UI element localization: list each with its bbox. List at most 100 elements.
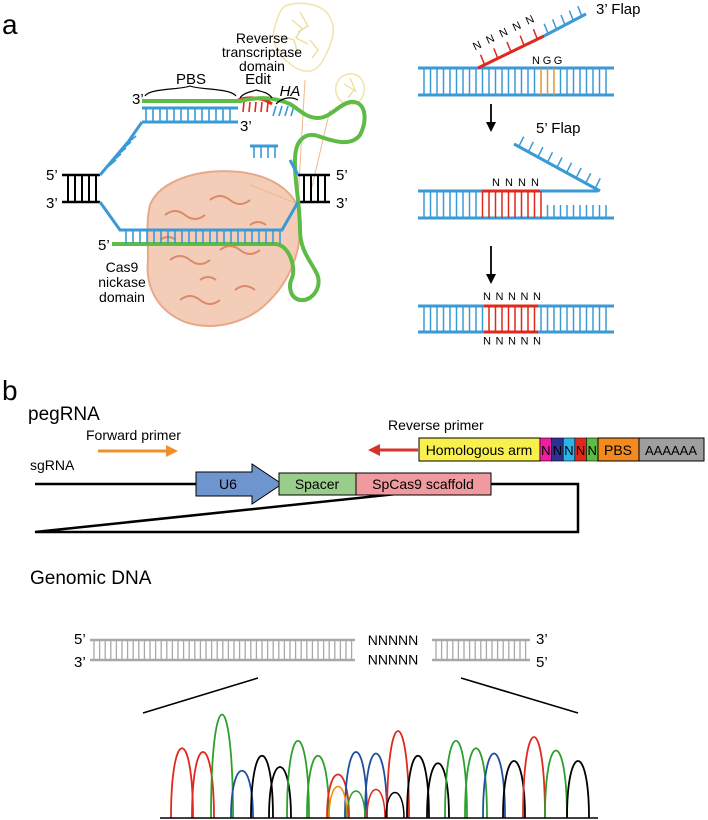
rung <box>560 14 566 26</box>
pbs-3prime: 3’ <box>132 91 144 108</box>
reverse-primer-label: Reverse primer <box>388 417 484 433</box>
chromatogram-peak <box>364 752 388 819</box>
chromatogram-peak <box>268 766 292 819</box>
homologous-arm-label: Homologous arm <box>426 442 533 458</box>
genomic-top-nnnnn: NNNNN <box>368 632 419 648</box>
step3-bottom-letter: N <box>495 334 503 346</box>
chromatogram-peak <box>566 760 590 819</box>
rung <box>551 19 558 30</box>
right-5prime: 5’ <box>336 167 348 184</box>
genomic-left-5prime: 5’ <box>74 631 86 648</box>
u6-promoter-arrow <box>195 463 283 505</box>
genomic-left-3prime: 3’ <box>74 654 86 671</box>
rt-domain-label-3: domain <box>239 58 285 74</box>
rung <box>493 48 499 59</box>
arrow-step1 <box>486 104 496 132</box>
chromatogram-peak <box>230 770 254 819</box>
rt-domain-structure <box>272 2 365 106</box>
step3-bottom-letter: N <box>508 334 516 346</box>
chromatogram-peak <box>386 730 410 819</box>
plasmid-backbone <box>34 482 580 534</box>
rung <box>260 101 263 113</box>
rt-domain-label-1: Reverse <box>236 30 288 46</box>
bottom-dna-strand <box>98 201 300 244</box>
cas9-label-2: nickase <box>98 274 146 290</box>
edit-brace <box>239 89 273 99</box>
step2-letter: N <box>518 177 526 189</box>
chromatogram-peak <box>170 747 194 819</box>
bottom-5prime: 5’ <box>98 237 110 254</box>
chromatogram-peak <box>250 754 274 819</box>
n-box-letter: N <box>564 443 573 458</box>
n-box-letter: N <box>553 443 562 458</box>
chromatogram-peak <box>191 751 215 819</box>
rung <box>278 105 283 117</box>
step3-top-letter: N <box>521 291 529 303</box>
pegrna-extension-bar <box>418 437 705 462</box>
panel-a-label: a <box>2 9 18 40</box>
edit-3prime: 3’ <box>240 118 252 135</box>
flap-letter: N <box>524 13 536 27</box>
edit-label: Edit <box>245 71 272 88</box>
rung <box>248 101 251 113</box>
step1-duplex <box>418 5 614 97</box>
rung <box>577 5 583 17</box>
rung <box>518 136 525 147</box>
chromatogram-peak <box>544 749 568 819</box>
rung <box>272 105 277 117</box>
rung <box>254 101 257 113</box>
right-outer-duplex <box>298 173 330 204</box>
rung <box>266 101 269 113</box>
cas9-domain-structure <box>146 170 302 327</box>
top-dna-strand <box>98 96 295 176</box>
step3-bottom-letter: N <box>533 334 541 346</box>
step2-letter: N <box>492 177 500 189</box>
rung <box>537 146 544 158</box>
chromatogram-peak <box>522 736 546 819</box>
pbs-brace <box>144 85 237 97</box>
rung <box>103 159 117 171</box>
forward-primer-label: Forward primer <box>86 427 181 443</box>
chromatogram-peak <box>464 747 488 819</box>
ngg-letter: G <box>554 55 563 67</box>
rung <box>479 54 486 66</box>
chromatogram-mixed-peak <box>328 786 348 819</box>
sequencing-chromatogram <box>170 713 590 819</box>
polya-label: AAAAAA <box>645 443 697 458</box>
rung <box>568 10 575 21</box>
rung <box>584 172 592 184</box>
step3-top-letter: N <box>483 291 491 303</box>
forward-primer-arrow <box>98 445 178 457</box>
rung <box>546 151 554 163</box>
pegrna-title: pegRNA <box>28 404 100 425</box>
cas9-label-3: domain <box>99 289 145 305</box>
flap-letter: N <box>498 26 510 40</box>
flap3-label: 3’ Flap <box>596 1 640 18</box>
rt-domain-label-2: transcriptase <box>222 44 302 60</box>
chromatogram-mixed-peak <box>385 791 405 819</box>
pbs-box-label: PBS <box>604 442 632 458</box>
rung <box>575 167 582 179</box>
genomic-right-5prime: 5’ <box>536 654 548 671</box>
chromatogram-peak <box>406 754 430 819</box>
nicked-blue-piece <box>250 144 300 176</box>
cas9-label-1: Cas9 <box>106 259 139 275</box>
chromatogram-peak <box>306 754 330 819</box>
rung <box>594 178 601 189</box>
scaffold-box <box>355 472 492 496</box>
rung <box>565 162 573 174</box>
rung <box>527 141 535 153</box>
flap-letter: N <box>511 20 523 34</box>
chromatogram-peak <box>426 762 450 819</box>
genomic-bottom-nnnnn: NNNNN <box>368 652 419 668</box>
step3-bottom-letter: N <box>520 334 528 346</box>
sgrna-label: sgRNA <box>30 457 75 473</box>
step3-duplex <box>418 304 614 334</box>
left-5prime: 5’ <box>46 167 58 184</box>
zoom-line-left <box>142 677 259 714</box>
